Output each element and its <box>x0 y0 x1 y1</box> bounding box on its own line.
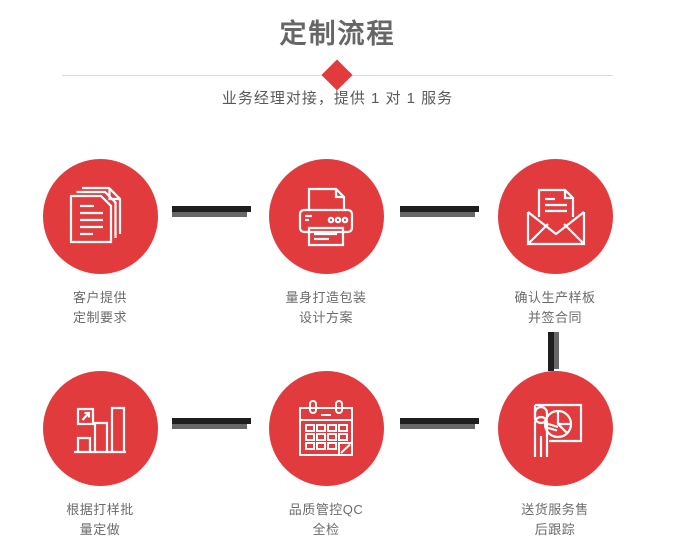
printer-icon <box>298 187 354 246</box>
flow-step-1-circle <box>42 159 158 274</box>
connector-bar <box>400 206 479 212</box>
flow-step-3[interactable]: 确认生产样板 并签合同 <box>475 159 635 328</box>
flow-step-5[interactable]: 品质管控QC 全检 <box>246 371 406 540</box>
flow-step-3-label: 确认生产样板 并签合同 <box>514 290 596 325</box>
connector-step1-step2 <box>172 206 251 217</box>
page-subtitle: 业务经理对接，提供 1 对 1 服务 <box>221 90 454 107</box>
flow-step-6-circle <box>497 371 613 486</box>
connector-bar <box>548 332 554 371</box>
bar-chart-growth-icon <box>74 406 126 453</box>
connector-step3-step6 <box>548 332 559 371</box>
connector-step5-step6 <box>400 418 479 429</box>
flow-step-1[interactable]: 客户提供 定制要求 <box>20 159 180 328</box>
flow-step-2[interactable]: 量身打造包装 设计方案 <box>246 159 406 328</box>
connector-step2-step3 <box>400 206 479 217</box>
flow-step-1-label: 客户提供 定制要求 <box>72 290 127 325</box>
connector-shadow <box>400 212 475 217</box>
flow-step-5-circle <box>268 371 384 486</box>
flow-step-6-label: 送货服务售 后跟踪 <box>521 502 589 537</box>
connector-shadow <box>400 424 475 429</box>
flow-step-3-circle <box>497 159 613 274</box>
connector-step4-step5 <box>172 418 251 429</box>
flow-step-2-circle <box>268 159 384 274</box>
title-divider <box>62 59 613 91</box>
connector-bar <box>400 418 479 424</box>
connector-shadow <box>172 424 247 429</box>
connector-bar <box>172 418 251 424</box>
connector-shadow <box>554 332 559 369</box>
connector-shadow <box>172 212 247 217</box>
calendar-icon <box>299 399 353 456</box>
page-title: 定制流程 <box>279 19 396 49</box>
envelope-letter-icon <box>526 188 586 245</box>
flow-step-6[interactable]: 送货服务售 后跟踪 <box>475 371 635 540</box>
flow-step-2-label: 量身打造包装 设计方案 <box>285 290 367 325</box>
documents-stack-icon <box>69 186 122 243</box>
connector-bar <box>172 206 251 212</box>
flow-step-4-label: 根据打样批 量定做 <box>66 502 134 537</box>
page-header: 定制流程 业务经理对接，提供 1 对 1 服务 <box>0 0 675 130</box>
flow-step-5-label: 品质管控QC 全检 <box>288 502 364 537</box>
flow-step-4-circle <box>42 371 158 486</box>
presentation-person-icon <box>533 403 583 457</box>
flow-step-4[interactable]: 根据打样批 量定做 <box>20 371 180 540</box>
